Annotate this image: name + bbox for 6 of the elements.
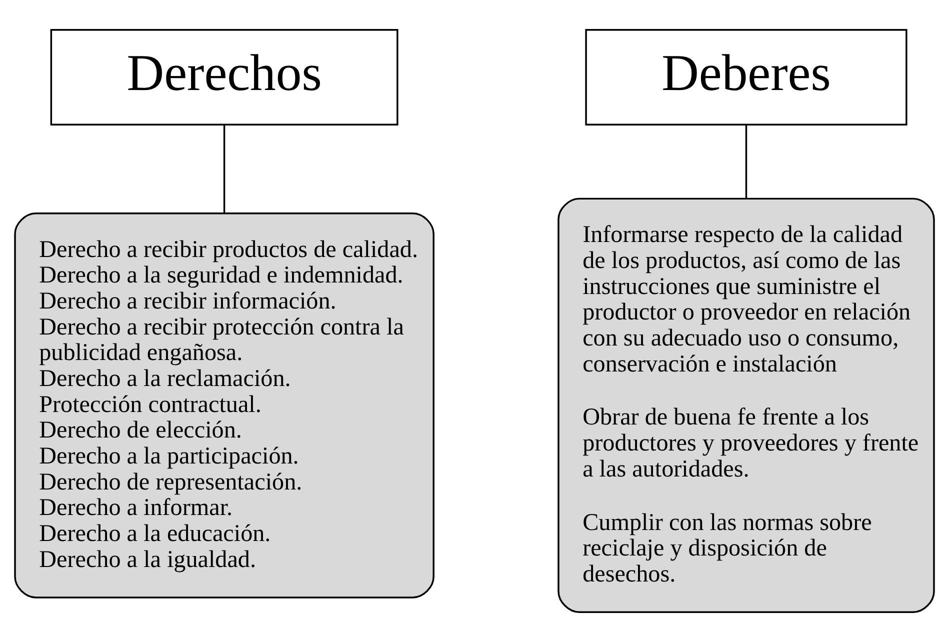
node-box: Informarse respecto de la calidad de los productos, así como de las instrucciones que suministre el productor o proveedor en relación con su adecuado uso o consumo, conservación e instalación Obrar de buena fe frente a los productores y proveedores y frente a las autoridades. Cumplir con las normas sobre reciclaje y disposición de desechos. bbox=[558, 197, 935, 612]
connector bbox=[745, 124, 748, 198]
node-box: Derechos bbox=[50, 28, 398, 125]
node-box: Derecho a recibir productos de calidad. Derecho a la seguridad e indemnidad. Derecho a recibir información. Derecho a recibir protección contra la publicidad engañosa. Derecho a la reclamación. Protección contractual. Derecho de elección. Derecho a la participación. Derecho de representación. Derecho a informar. Derecho a la educación. Derecho a la igualdad. bbox=[14, 212, 434, 598]
node-box: Deberes bbox=[585, 28, 908, 125]
connector bbox=[223, 124, 226, 212]
